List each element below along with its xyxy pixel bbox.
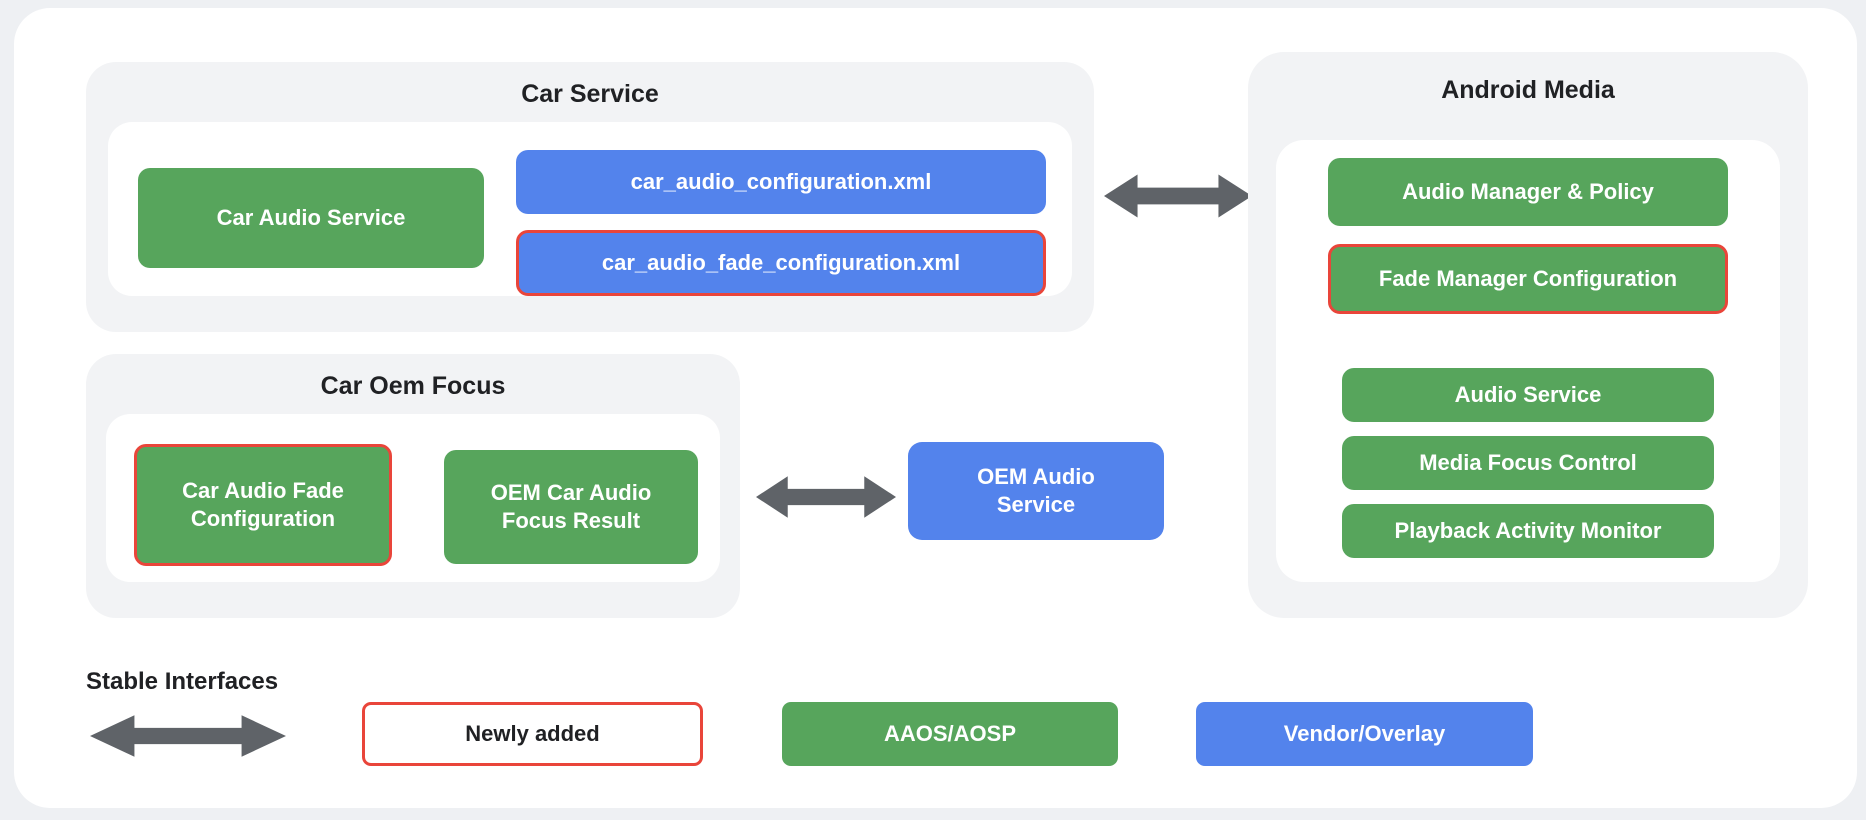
group-car-oem-focus: Car Oem Focus Car Audio Fade Configurati… bbox=[86, 354, 740, 618]
node-audio-service: Audio Service bbox=[1342, 368, 1714, 422]
legend-stable-interfaces-label: Stable Interfaces bbox=[86, 668, 279, 695]
car-service-title: Car Service bbox=[521, 80, 659, 108]
node-fade-manager-configuration: Fade Manager Configuration bbox=[1328, 244, 1728, 314]
node-audio-manager-policy: Audio Manager & Policy bbox=[1328, 158, 1728, 226]
node-oem-car-audio-focus-result: OEM Car Audio Focus Result bbox=[444, 450, 698, 564]
group-car-service: Car Service Car Audio Service car_audio_… bbox=[86, 62, 1094, 332]
node-media-focus-control: Media Focus Control bbox=[1342, 436, 1714, 490]
node-oem-audio-service: OEM Audio Service bbox=[908, 442, 1164, 540]
car-oem-focus-title: Car Oem Focus bbox=[320, 372, 506, 400]
car-service-android-media-arrow-icon bbox=[1104, 168, 1252, 224]
node-car-audio-fade-configuration-xml: car_audio_fade_configuration.xml bbox=[516, 230, 1046, 296]
car-service-inner-panel: Car Audio Service car_audio_configuratio… bbox=[108, 122, 1072, 296]
group-android-media: Android Media Audio Manager & Policy Fad… bbox=[1248, 52, 1808, 618]
car-oem-focus-inner-panel: Car Audio Fade Configuration OEM Car Aud… bbox=[106, 414, 720, 582]
legend-aaos-aosp: AAOS/AOSP bbox=[782, 702, 1118, 766]
diagram-card: Car Service Car Audio Service car_audio_… bbox=[14, 8, 1857, 808]
car-oem-focus-oem-audio-service-arrow-icon bbox=[756, 470, 896, 524]
legend-stable-interface-arrow-icon bbox=[90, 709, 286, 763]
node-car-audio-service: Car Audio Service bbox=[138, 168, 484, 268]
node-playback-activity-monitor: Playback Activity Monitor bbox=[1342, 504, 1714, 558]
android-media-title: Android Media bbox=[1441, 76, 1615, 104]
android-media-inner-panel: Audio Manager & Policy Fade Manager Conf… bbox=[1276, 140, 1780, 582]
node-car-audio-fade-configuration: Car Audio Fade Configuration bbox=[134, 444, 392, 566]
node-car-audio-configuration-xml: car_audio_configuration.xml bbox=[516, 150, 1046, 214]
legend-vendor-overlay: Vendor/Overlay bbox=[1196, 702, 1533, 766]
legend-newly-added: Newly added bbox=[362, 702, 703, 766]
